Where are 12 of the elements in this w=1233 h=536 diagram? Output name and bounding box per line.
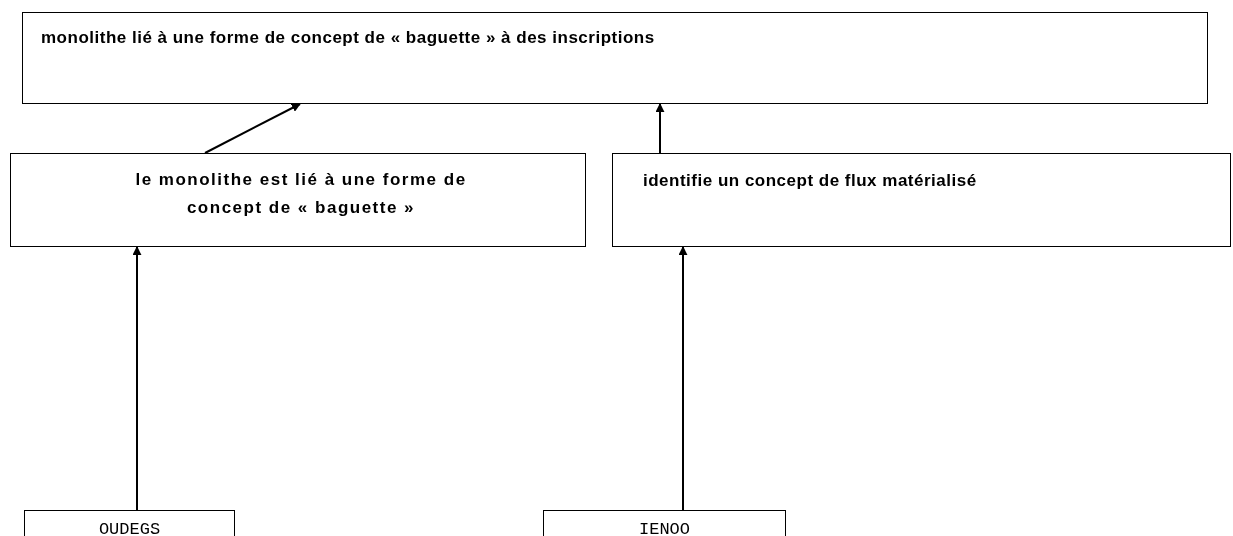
arrow [204,103,301,154]
box-text: monolithe lié à une forme de concept de « baguette » à des inscriptions [41,27,655,49]
box-text: OUDEGS [97,519,162,536]
box-text: IENOO [638,519,691,536]
text-box [612,153,1231,247]
box-text: identifie un concept de flux matérialisé [643,170,977,192]
text-box [22,12,1208,104]
text-box [10,153,586,247]
arrow [655,103,665,154]
box-text: le monolithe est lié à une forme de concept de « baguette » [134,169,468,219]
arrow [132,246,142,511]
arrow [678,246,688,511]
